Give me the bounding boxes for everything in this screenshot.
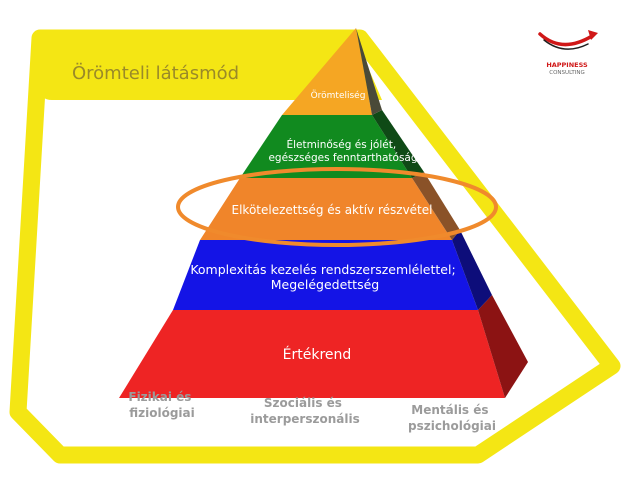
page-title: Örömteli látásmód bbox=[72, 62, 239, 84]
level-oromteliseg-side bbox=[356, 28, 382, 115]
level-komplexitas-side bbox=[452, 230, 492, 310]
level-ertekrend-face bbox=[119, 310, 505, 398]
level-komplexitas-face bbox=[173, 240, 478, 310]
level-label-komplexitas-line-2: Megelégedettség bbox=[271, 277, 379, 292]
level-label-eletminoseg: Életminőség és jólét, egészséges fenntar… bbox=[268, 138, 417, 164]
base-label-mentalis: Mentális és pszichológiai bbox=[408, 403, 496, 433]
base-label-szocialis: Szociális és interperszonális bbox=[250, 396, 359, 426]
swoosh-arrow-icon bbox=[538, 30, 598, 50]
level-label-elkotelezettseg: Elkötelezettség és aktív részvétel bbox=[232, 203, 433, 217]
base-label-mentalis-line-2: pszichológiai bbox=[408, 419, 496, 433]
logo-line-1: HAPPINESS bbox=[546, 61, 588, 69]
level-elkotelezettseg-side bbox=[412, 172, 460, 240]
base-label-fizikai: Fizikai és fiziológiai bbox=[128, 390, 195, 420]
level-oromteliseg-face bbox=[282, 28, 372, 115]
base-label-szocialis-line-1: Szociális és bbox=[264, 396, 342, 410]
level-label-ertekrend: Értékrend bbox=[283, 346, 352, 363]
base-label-fizikai-line-1: Fizikai és bbox=[128, 390, 191, 404]
title-banner bbox=[40, 30, 382, 100]
level-label-oromteliseg: Örömteliség bbox=[311, 90, 366, 101]
level-eletminoseg-side bbox=[372, 110, 424, 178]
level-label-komplexitas: Komplexitás kezelés rendszerszemlélettel… bbox=[190, 262, 459, 292]
company-logo: HAPPINESS CONSULTING bbox=[538, 30, 598, 76]
level-ertekrend-side bbox=[478, 295, 528, 398]
highlight-ring bbox=[176, 167, 498, 247]
base-label-fizikai-line-2: fiziológiai bbox=[129, 406, 195, 420]
level-label-eletminoseg-line-2: egészséges fenntarthatóság bbox=[268, 152, 417, 164]
level-eletminoseg-face bbox=[240, 115, 412, 178]
yellow-frame-triangle bbox=[9, 29, 621, 464]
base-label-szocialis-line-2: interperszonális bbox=[250, 412, 359, 426]
level-label-eletminoseg-line-1: Életminőség és jólét, bbox=[286, 138, 396, 151]
level-elkotelezettseg-face bbox=[200, 178, 452, 240]
base-label-mentalis-line-1: Mentális és bbox=[411, 403, 488, 417]
logo-line-2: CONSULTING bbox=[549, 70, 584, 76]
level-label-komplexitas-line-1: Komplexitás kezelés rendszerszemlélettel… bbox=[190, 262, 455, 277]
